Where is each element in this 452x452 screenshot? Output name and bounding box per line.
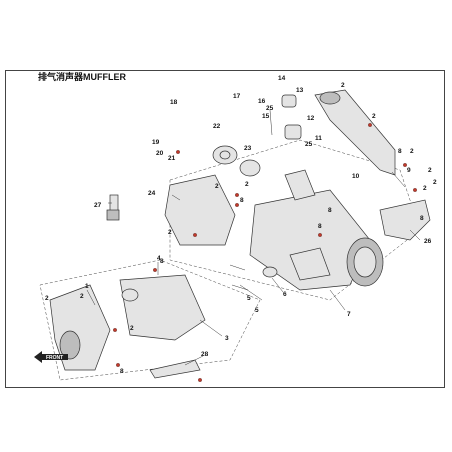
callout-label: 8 [398, 148, 402, 155]
callout-label: 28 [201, 351, 209, 358]
front-arrow-icon: FRONT [34, 351, 68, 363]
callout-label: 23 [244, 145, 252, 152]
callout-label: 19 [152, 139, 160, 146]
callout-label: 2 [168, 229, 172, 236]
callout-label: 2 [130, 325, 134, 332]
callout-label: 12 [307, 115, 315, 122]
callout-label: 2 [215, 183, 219, 190]
callout-label: 8 [420, 215, 424, 222]
callout-label: 2 [423, 185, 427, 192]
diagram-title: 排气消声器MUFFLER [38, 72, 126, 82]
callout-label: 8 [160, 258, 164, 265]
muffler-end-inner [353, 246, 377, 278]
spring-5a [229, 264, 246, 271]
callout-label: 21 [168, 155, 176, 162]
heat-shield-24 [164, 174, 236, 246]
callout-label: 8 [318, 223, 322, 230]
bracket-28 [149, 359, 201, 379]
connector-pipe [289, 247, 331, 281]
header-pipe-3 [119, 274, 206, 341]
pipe-1-end [59, 330, 81, 360]
callout-label: 2 [372, 113, 376, 120]
callout-label: 8 [240, 197, 244, 204]
bracket [284, 169, 316, 201]
header-flange [121, 288, 139, 302]
callout-label: 6 [283, 291, 287, 298]
callout-label: 14 [278, 75, 286, 82]
heat-shield-26 [379, 199, 431, 241]
callout-label: 2 [433, 179, 437, 186]
callout-label: 4 [157, 255, 161, 262]
callout-label: 8 [328, 207, 332, 214]
ring-6 [262, 266, 278, 278]
callout-label: 17 [233, 93, 241, 100]
sensor-27-plug [106, 209, 120, 221]
callout-label: 2 [428, 167, 432, 174]
callout-label: 2 [410, 148, 414, 155]
callout-label: 5 [247, 295, 251, 302]
callout-label: 2 [80, 293, 84, 300]
svg-text:FRONT: FRONT [46, 355, 63, 361]
gasket-23 [239, 159, 261, 177]
callout-label: 10 [352, 173, 360, 180]
callout-label: 25 [266, 105, 274, 112]
callout-label: 9 [407, 167, 411, 174]
callout-label: 13 [296, 87, 304, 94]
pipe-outline [39, 259, 261, 381]
sensor-13 [281, 94, 297, 108]
callout-label: 2 [341, 82, 345, 89]
callout-label: 2 [245, 181, 249, 188]
top-cover-cap [319, 91, 341, 105]
flange-22-hole [219, 150, 231, 160]
top-cover [314, 89, 396, 176]
callout-label: 2 [45, 295, 49, 302]
callout-label: 11 [315, 135, 322, 142]
callout-label: 15 [262, 113, 270, 120]
callout-label: 3 [225, 335, 229, 342]
callout-label: 27 [94, 202, 102, 209]
callout-label: 7 [347, 311, 351, 318]
callout-label: 20 [156, 150, 164, 157]
sensor-12 [284, 124, 302, 140]
callout-label: 5 [255, 307, 259, 314]
muffler-body [249, 189, 371, 291]
stud-16 [269, 109, 273, 136]
callout-label: 18 [170, 99, 178, 106]
callout-label: 8 [120, 368, 124, 375]
assembly-outline [169, 139, 421, 301]
callout-label: 26 [424, 238, 432, 245]
diagram-frame [5, 70, 445, 388]
callout-label: 1 [85, 283, 89, 290]
callout-label: 22 [213, 123, 221, 130]
callout-label: 25 [305, 141, 313, 148]
spring-5b [231, 284, 249, 291]
callout-label: 16 [258, 98, 266, 105]
callout-label: 24 [148, 190, 156, 197]
